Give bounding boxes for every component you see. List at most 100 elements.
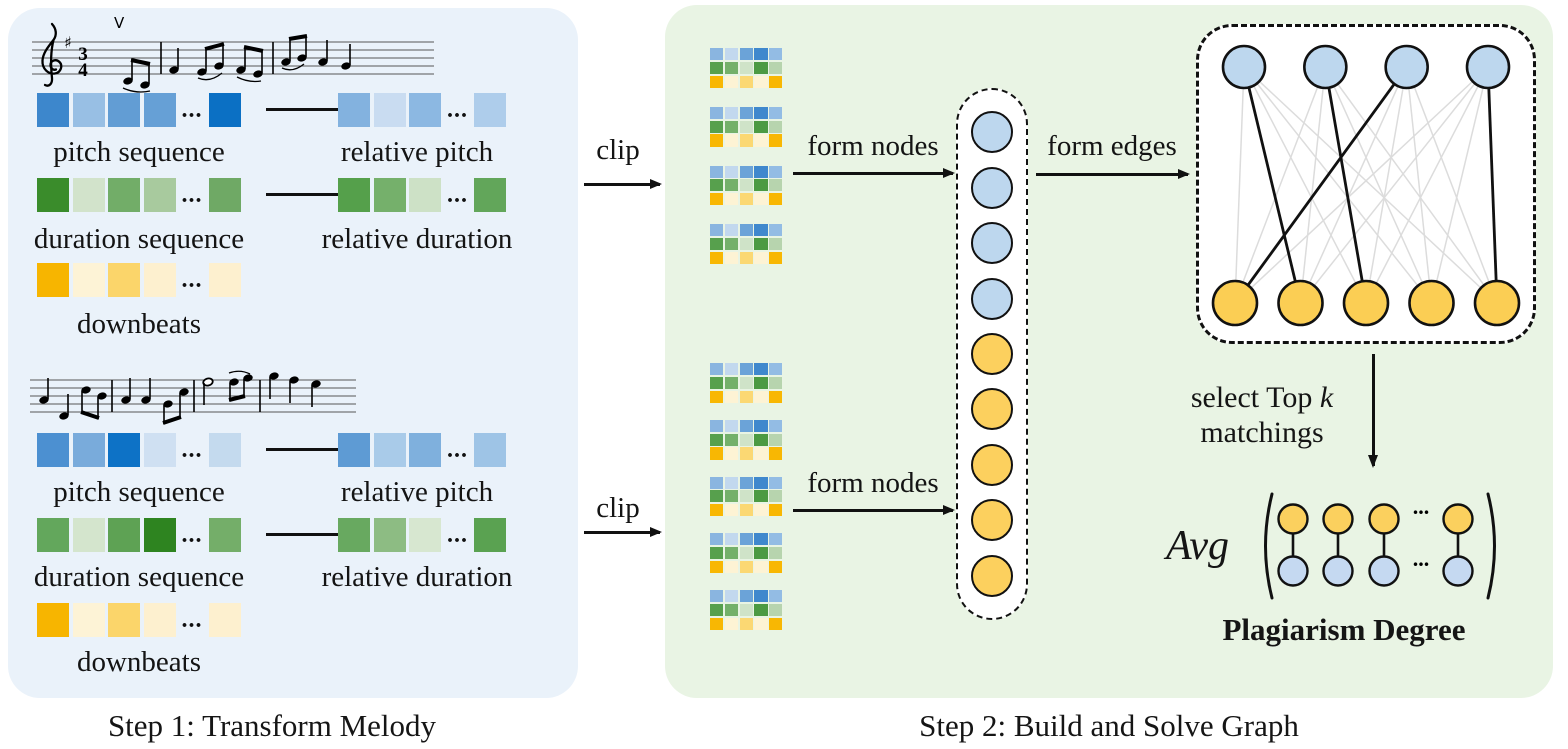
matched-pair-node — [1277, 555, 1309, 587]
sequence-square — [373, 433, 406, 467]
clip-grid-cell — [769, 61, 783, 74]
form-edges-arrow — [1036, 173, 1188, 176]
clip-grid — [710, 48, 783, 88]
clip-grid-cell — [739, 363, 753, 376]
melody2-relative-pitch: ... — [338, 433, 506, 467]
clip-grid-cell — [724, 106, 738, 119]
clip-grid-cell — [754, 433, 768, 446]
graph-node — [1342, 279, 1390, 327]
sequence-square — [409, 518, 441, 552]
sequence-square — [37, 263, 69, 297]
clip-grid-cell — [769, 447, 783, 460]
clip-grid-cell — [739, 547, 753, 560]
clip-grid-cell — [739, 120, 753, 133]
sequence-square — [474, 518, 506, 552]
clip-grid-cell — [739, 533, 753, 546]
sequence-square — [338, 178, 370, 212]
clip-grid-cell — [710, 447, 724, 460]
clip-grid-cell — [710, 376, 724, 389]
clip-grid — [710, 590, 783, 630]
graph-node — [1303, 44, 1348, 90]
sequence-square — [143, 178, 176, 212]
clip-grid-cell — [769, 590, 783, 603]
clip-grid-cell — [739, 476, 753, 489]
clip-grid-cell — [754, 134, 768, 147]
form-nodes-label-2: form nodes — [807, 467, 939, 499]
clip-grid-cell — [769, 165, 783, 178]
clip-grid-cell — [769, 134, 783, 147]
plagiarism-degree-label: Plagiarism Degree — [1222, 612, 1466, 647]
sequence-square — [108, 178, 140, 212]
clip-arrow-2 — [584, 531, 660, 534]
sequence-square — [37, 603, 69, 637]
sequence-square — [208, 178, 241, 212]
clip-grid-cell — [769, 390, 783, 403]
clip-grid-cell — [754, 560, 768, 573]
matchings-text: matchings — [1200, 416, 1324, 449]
melody2-relative-duration: ... — [338, 518, 506, 552]
graph-node — [971, 388, 1013, 431]
sequence-square — [108, 518, 140, 552]
matched-pair-node — [1322, 503, 1354, 535]
clip-grid-cell — [754, 363, 768, 376]
clip-grid-cell — [739, 433, 753, 446]
step1-caption: Step 1: Transform Melody — [107, 708, 437, 743]
matched-pair-node — [1277, 503, 1309, 535]
clip-grid-cell — [724, 390, 738, 403]
clip-grid-cell — [710, 433, 724, 446]
melody1-pitch-sequence: ... — [37, 93, 241, 127]
clip-grid-cell — [754, 504, 768, 517]
clip-grid-cell — [754, 61, 768, 74]
sequence-square — [108, 433, 140, 467]
clip-grid-cell — [769, 490, 783, 503]
ellipsis: ... — [447, 182, 468, 208]
graph-node — [1465, 44, 1511, 90]
sequence-square — [208, 93, 241, 127]
label-relative-duration-1: relative duration — [321, 223, 513, 255]
sequence-square — [37, 433, 69, 467]
clip-grid-cell — [724, 165, 738, 178]
clip-stack-candidate — [710, 363, 783, 630]
matched-pair-node — [1368, 503, 1400, 535]
clip-grid-cell — [739, 238, 753, 251]
clip-grid-cell — [739, 165, 753, 178]
clip-grid-cell — [710, 533, 724, 546]
clip-grid-cell — [710, 134, 724, 147]
music-staff-melody2 — [30, 370, 356, 425]
clip-grid-cell — [754, 193, 768, 206]
clip-grid-cell — [710, 363, 724, 376]
arrow-pitch2 — [266, 448, 362, 451]
clip-grid-cell — [724, 48, 738, 61]
sequence-square — [373, 178, 406, 212]
form-nodes-arrow-1 — [793, 172, 953, 175]
matched-pair-node — [1368, 555, 1400, 587]
label-relative-pitch-1: relative pitch — [340, 136, 494, 168]
clip-grid-cell — [724, 476, 738, 489]
clip-grid-cell — [754, 165, 768, 178]
sequence-square — [409, 93, 441, 127]
sequence-square — [474, 178, 506, 212]
clip-grid-cell — [724, 363, 738, 376]
sequence-square — [72, 93, 105, 127]
select-top-text: select Top — [1190, 381, 1320, 414]
clip-grid-cell — [769, 120, 783, 133]
clip-grid-cell — [724, 547, 738, 560]
matched-pair-node — [1442, 555, 1474, 587]
form-nodes-arrow-2 — [793, 509, 953, 512]
label-relative-duration-2: relative duration — [321, 561, 513, 593]
melody1-duration-sequence: ... — [37, 178, 241, 212]
clip-grid-cell — [739, 106, 753, 119]
clip-grid-cell — [754, 75, 768, 88]
clip-grid-cell — [710, 490, 724, 503]
sequence-square — [108, 603, 140, 637]
clip-grid-cell — [769, 560, 783, 573]
clip-grid — [710, 533, 783, 573]
sequence-square — [143, 518, 176, 552]
clip-grid-cell — [754, 603, 768, 616]
clip-grid-cell — [739, 603, 753, 616]
clip-grid-cell — [710, 75, 724, 88]
step2-caption: Step 2: Build and Solve Graph — [919, 708, 1299, 743]
clip-grid-cell — [724, 193, 738, 206]
clip-grid-cell — [710, 504, 724, 517]
clip-grid-cell — [754, 617, 768, 630]
